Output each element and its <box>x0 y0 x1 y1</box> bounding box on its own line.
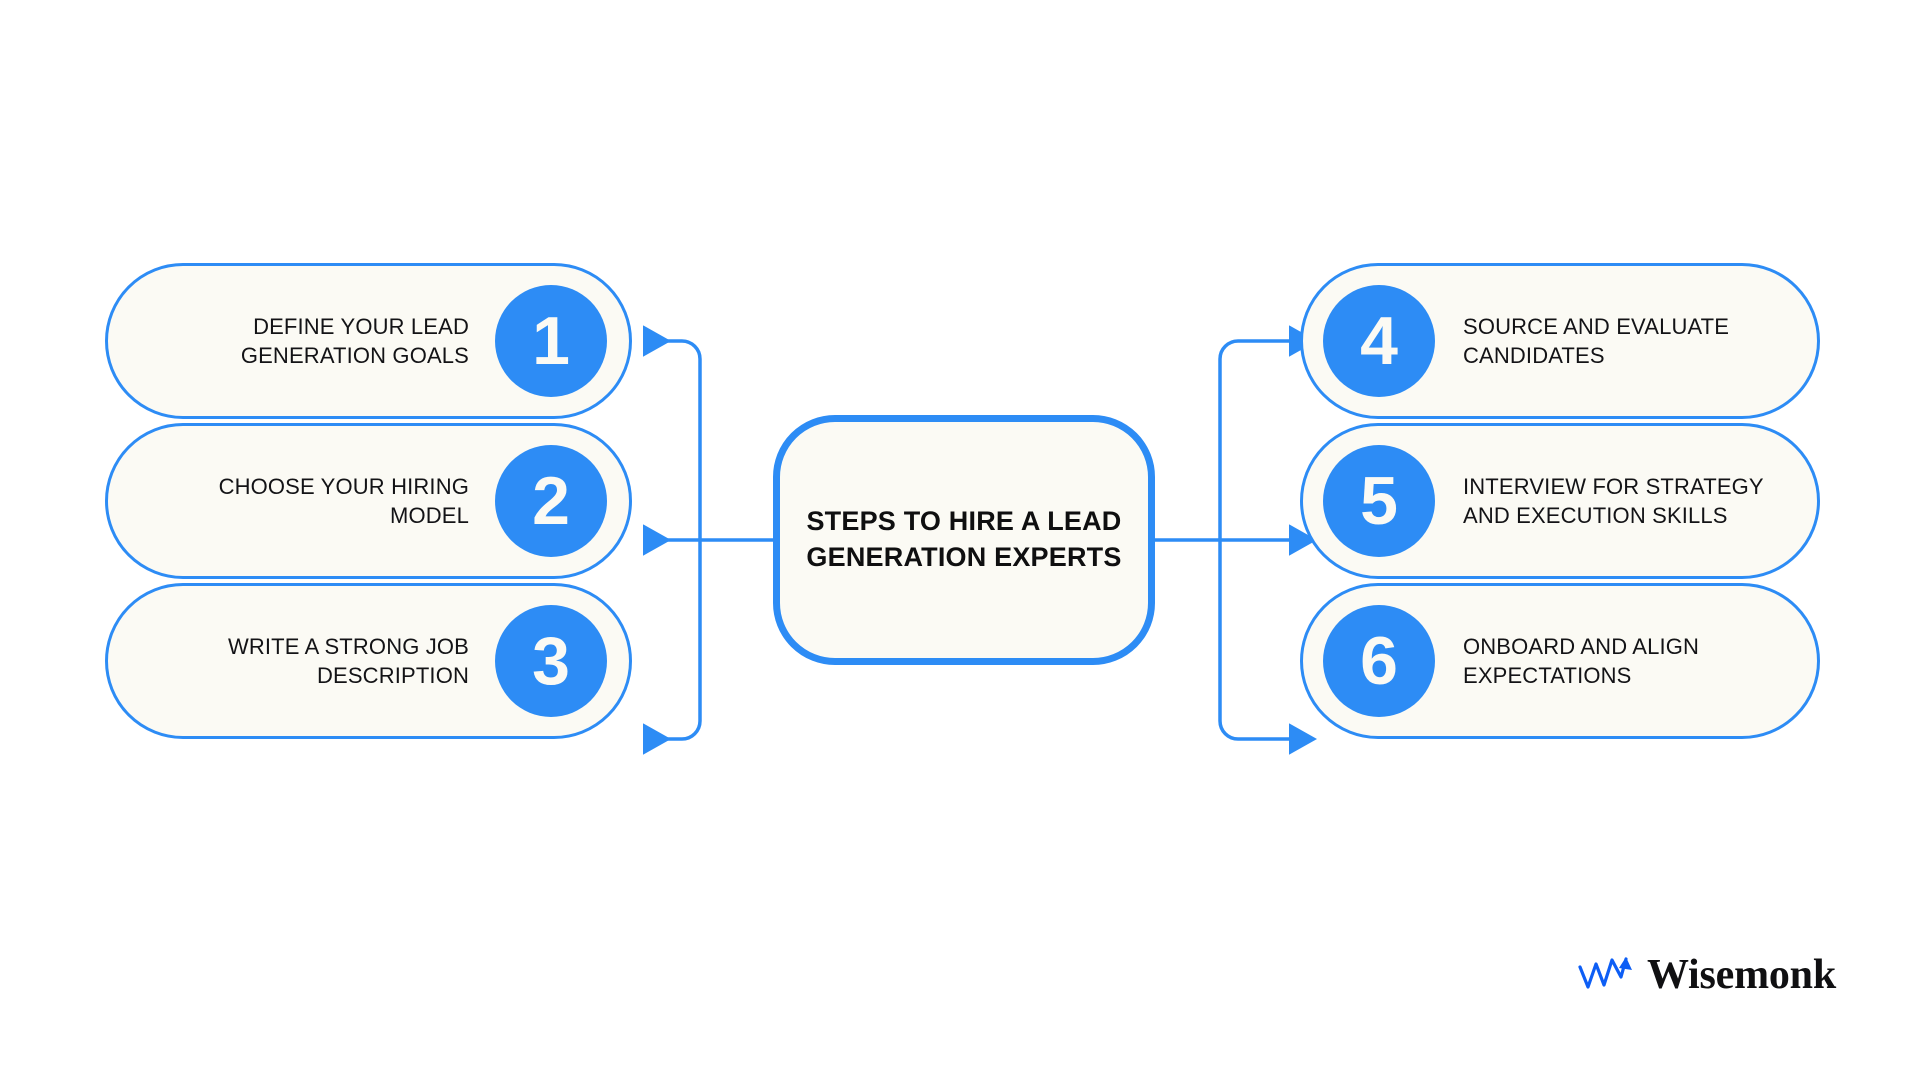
step-label-6: ONBOARD AND ALIGN EXPECTATIONS <box>1463 633 1700 688</box>
center-hub-title: STEPS TO HIRE A LEAD GENERATION EXPERTS <box>806 506 1122 572</box>
step-number-badge-1: 1 <box>495 285 607 397</box>
step-number-badge-2: 2 <box>495 445 607 557</box>
step-number-badge-4: 4 <box>1323 285 1435 397</box>
edge-hub-to-step-3 <box>643 720 702 755</box>
step-number-badge-5: 5 <box>1323 445 1435 557</box>
step-card-3[interactable]: WRITE A STRONG JOB DESCRIPTION 3 <box>105 583 632 739</box>
step-label-4: SOURCE AND EVALUATE CANDIDATES <box>1463 313 1730 368</box>
brand-name: Wisemonk <box>1647 952 1836 998</box>
step-card-5[interactable]: 5 INTERVIEW FOR STRATEGY AND EXECUTION S… <box>1300 423 1820 579</box>
step-number-badge-3: 3 <box>495 605 607 717</box>
edge-hub-to-step-1 <box>643 325 702 360</box>
edge-hub-to-step-4 <box>1218 325 1317 360</box>
step-label-2: CHOOSE YOUR HIRING MODEL <box>218 473 469 528</box>
step-card-2[interactable]: CHOOSE YOUR HIRING MODEL 2 <box>105 423 632 579</box>
step-card-4[interactable]: 4 SOURCE AND EVALUATE CANDIDATES <box>1300 263 1820 419</box>
step-card-6[interactable]: 6 ONBOARD AND ALIGN EXPECTATIONS <box>1300 583 1820 739</box>
center-hub-node[interactable]: STEPS TO HIRE A LEAD GENERATION EXPERTS <box>773 415 1155 665</box>
brand-logo: Wisemonk <box>1577 953 1836 997</box>
step-label-5: INTERVIEW FOR STRATEGY AND EXECUTION SKI… <box>1463 473 1764 528</box>
zigzag-arrow-icon <box>1578 957 1632 989</box>
edge-hub-to-step-6 <box>1218 720 1317 755</box>
step-number-badge-6: 6 <box>1323 605 1435 717</box>
step-label-3: WRITE A STRONG JOB DESCRIPTION <box>227 633 469 688</box>
step-card-1[interactable]: DEFINE YOUR LEAD GENERATION GOALS 1 <box>105 263 632 419</box>
step-label-1: DEFINE YOUR LEAD GENERATION GOALS <box>240 313 469 368</box>
